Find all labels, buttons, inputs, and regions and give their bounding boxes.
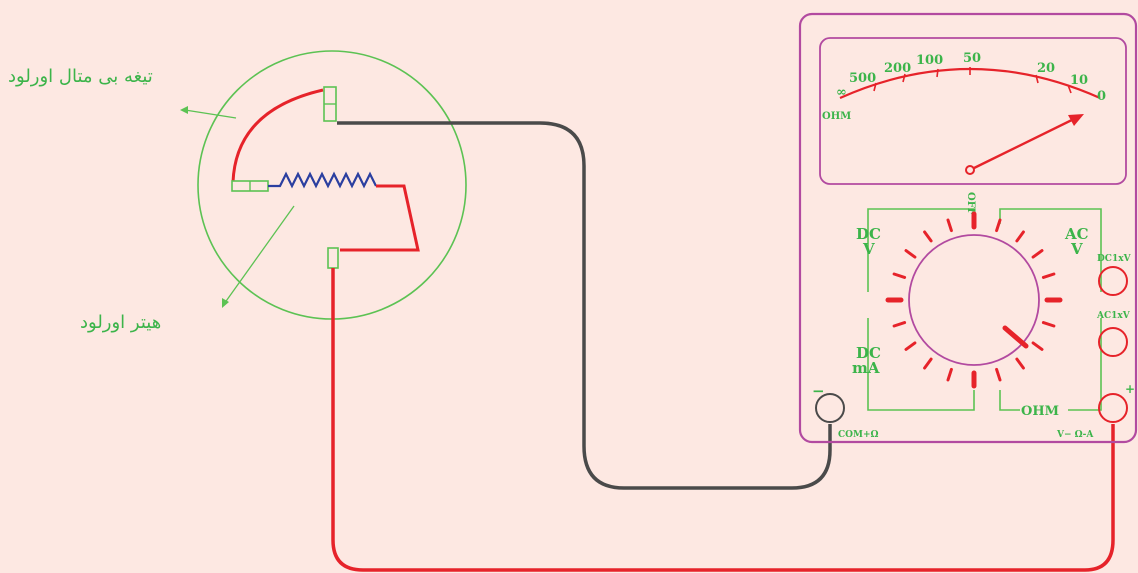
dial-tick [892,321,907,328]
scale-ohm-label: OHM [822,111,851,122]
multimeter: ∞ OHM 500 200 100 50 20 10 0 OFF DC V AC… [798,12,1138,444]
com-label: COM+Ω [838,430,879,440]
dc-1xv-jack[interactable] [1098,266,1128,296]
bottom-terminal [327,247,339,269]
dial-tick [1031,341,1044,351]
scale-50: 50 [963,51,981,66]
v-ohm-a-label: V− Ω-A [1056,430,1094,440]
scale-200: 200 [884,61,911,76]
selector-pointer[interactable] [1002,325,1029,349]
scale-500: 500 [849,71,876,86]
dial-tick [946,367,953,382]
scale-ticks [873,67,1072,94]
dc-ma-label-bottom: mA [852,359,880,377]
rotary-selector[interactable] [908,234,1040,366]
dial-tick [904,249,917,259]
needle-pivot [965,165,975,175]
heater-lead [340,184,420,252]
meter-display [819,37,1127,185]
dial-tick [995,367,1002,382]
overload-relay [180,50,467,320]
heater-label-pointer [223,205,295,305]
dial-tick [1041,272,1056,279]
com-jack[interactable] [815,393,845,423]
dial-tick [923,230,933,243]
dial-tick [892,272,907,279]
ac-v-label-bottom: V [1070,240,1083,258]
dial-ticks [885,211,1063,389]
minus-sign: − [812,382,825,400]
ohm-range-label: OHM [1021,404,1059,419]
dial-tick [1015,230,1025,243]
ac-1xv-label: AC1xV [1096,311,1131,321]
scale-infinity: ∞ [836,85,847,100]
ac-1xv-jack[interactable] [1098,327,1128,357]
dc-ma-label-top: DC [856,344,881,362]
dc-1xv-label: DC1xV [1097,254,1132,264]
plus-sign: + [1125,382,1135,396]
scale-100: 100 [916,53,943,68]
heater-coil [268,171,377,189]
dc-v-label-top: DC [856,225,881,243]
scale-10: 10 [1070,73,1088,88]
dial-tick [1041,321,1056,328]
multimeter-body [798,12,1138,444]
off-label: OFF [965,192,976,215]
positive-jack[interactable] [1098,393,1128,423]
heater-label: هیتر اورلود [80,312,161,333]
dial-tick [923,357,933,370]
dc-v-label-bottom: V [862,240,875,258]
dial-tick [904,341,917,351]
meter-needle [969,114,1081,172]
dial-tick [1031,249,1044,259]
scale-20: 20 [1037,61,1055,76]
dial-tick [946,218,953,233]
dial-tick [995,218,1002,233]
blade-label: تیغه بی متال اورلود [8,66,153,87]
positive-lead-wire [331,268,1115,572]
bimetal-blade [231,88,324,183]
blade-label-pointer [184,109,237,119]
dial-tick [1015,357,1025,370]
com-lead-wire [337,121,832,490]
scale-0: 0 [1097,89,1106,104]
ac-v-label-top: AC [1064,225,1089,243]
